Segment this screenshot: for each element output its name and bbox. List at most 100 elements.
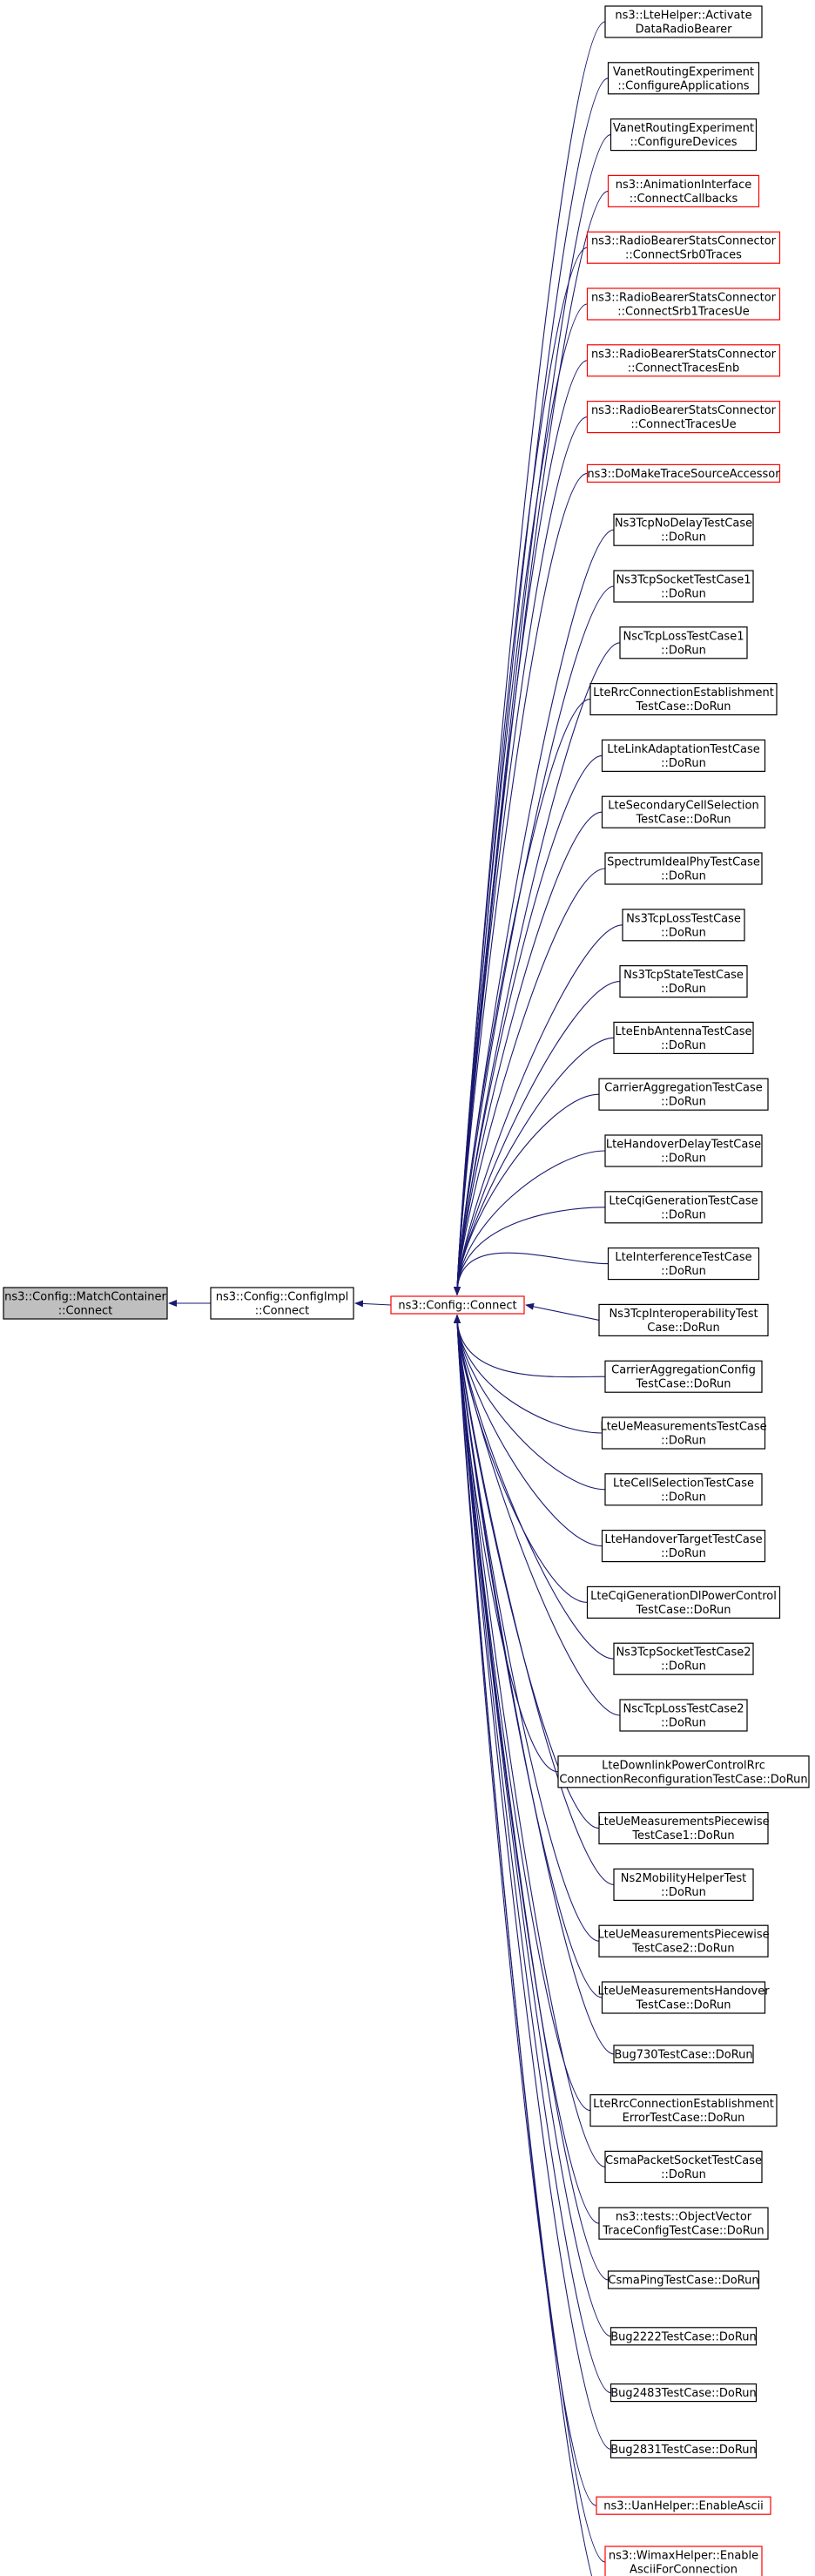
caller-node[interactable]: ns3::tests::ObjectVectorTraceConfigTestC… [598, 2207, 769, 2240]
caller-node[interactable]: Ns2MobilityHelperTest::DoRun [613, 1868, 754, 1901]
caller-node[interactable]: LteDownlinkPowerControlRrcConnectionReco… [557, 1755, 810, 1788]
caller-node[interactable]: LteEnbAntennaTestCase::DoRun [613, 1021, 754, 1055]
caller-node[interactable]: LteCellSelectionTestCase::DoRun [604, 1473, 763, 1506]
caller-node-label: ::ConnectSrb1TracesUe [617, 306, 749, 319]
caller-node-label: ns3::WimaxHelper::Enable [609, 2550, 758, 2563]
caller-node-box [586, 1585, 781, 1619]
caller-node[interactable]: ns3::WimaxHelper::EnableAsciiForConnecti… [604, 2546, 763, 2576]
caller-node[interactable]: Ns3TcpStateTestCase::DoRun [619, 964, 748, 998]
caller-node[interactable]: LteUeMeasurementsTestCase::DoRun [600, 1416, 767, 1450]
caller-node-box [610, 2383, 758, 2403]
caller-node-box [607, 62, 760, 95]
caller-node[interactable]: Ns3TcpLossTestCase::DoRun [622, 909, 745, 942]
caller-node-box [557, 1755, 810, 1788]
caller-node[interactable]: Bug730TestCase::DoRun [613, 2045, 754, 2064]
caller-node[interactable]: CsmaPingTestCase::DoRun [607, 2270, 760, 2289]
caller-node[interactable]: LteCqiGenerationTestCase::DoRun [604, 1191, 763, 1224]
caller-node-label: LteDownlinkPowerControlRrc [602, 1759, 765, 1772]
caller-node[interactable]: NscTcpLossTestCase2::DoRun [619, 1699, 748, 1732]
caller-node-label: LteCqiGenerationTestCase [609, 1194, 758, 1207]
caller-node-label: TestCase::DoRun [635, 700, 731, 713]
caller-node[interactable]: LteRrcConnectionEstablishmentTestCase::D… [589, 682, 778, 716]
caller-node[interactable]: LteUeMeasurementsPiecewiseTestCase1::DoR… [597, 1812, 770, 1845]
caller-node-label: AsciiForConnection [630, 2564, 738, 2576]
caller-node[interactable]: LteCqiGenerationDlPowerControlTestCase::… [586, 1585, 781, 1619]
caller-node-label: ns3::DoMakeTraceSourceAccessor [587, 468, 780, 481]
caller-node-label: ::DoRun [661, 757, 706, 770]
caller-node-box [610, 2327, 758, 2346]
edge-caller-to-connect [454, 1315, 606, 1491]
caller-node[interactable]: NscTcpLossTestCase1::DoRun [619, 626, 748, 659]
caller-node[interactable]: LteLinkAdaptationTestCase::DoRun [601, 739, 766, 773]
caller-node[interactable]: LteHandoverDelayTestCase::DoRun [604, 1134, 763, 1167]
caller-node-label: ::DoRun [661, 1435, 706, 1448]
caller-node-label: ns3::RadioBearerStatsConnector [591, 235, 777, 248]
caller-node[interactable]: ns3::RadioBearerStatsConnector::ConnectT… [586, 344, 781, 377]
caller-node[interactable]: LteHandoverTargetTestCase::DoRun [601, 1529, 766, 1563]
caller-node-label: LteUeMeasurementsPiecewise [597, 1815, 769, 1829]
edge-caller-to-connect [454, 1315, 603, 1434]
caller-node-box [619, 1699, 748, 1732]
caller-node-label: ::ConfigureDevices [630, 136, 738, 149]
caller-node[interactable]: LteRrcConnectionEstablishmentErrorTestCa… [589, 2094, 778, 2127]
match-container-connect-node[interactable]: ns3::Config::MatchContainer::Connect [3, 1287, 168, 1320]
caller-node[interactable]: Bug2222TestCase::DoRun [610, 2327, 758, 2346]
edge-caller-to-connect [454, 1207, 606, 1295]
config-impl-connect-node[interactable]: ns3::Config::ConfigImpl::Connect [210, 1287, 354, 1320]
caller-node-box [596, 2496, 771, 2515]
caller-node-label: ::DoRun [661, 588, 706, 601]
caller-node-label: VanetRoutingExperiment [613, 122, 754, 135]
caller-node-label: TestCase1::DoRun [631, 1829, 734, 1842]
edge-caller-to-connect [454, 190, 609, 1295]
edge-caller-to-connect [454, 1315, 621, 1716]
caller-node-label: NscTcpLossTestCase2 [623, 1703, 744, 1716]
caller-node-box [613, 1868, 754, 1901]
caller-node-box [601, 795, 766, 828]
caller-node[interactable]: Ns3TcpSocketTestCase2::DoRun [613, 1642, 754, 1675]
caller-node[interactable]: LteUeMeasurementsPiecewiseTestCase2::DoR… [597, 1924, 770, 1957]
caller-node-label: ::DoRun [661, 983, 706, 996]
caller-node-label: ::DoRun [661, 1265, 706, 1278]
caller-node[interactable]: Ns3TcpSocketTestCase1::DoRun [613, 570, 754, 603]
caller-node-box [589, 2094, 778, 2127]
caller-node[interactable]: ns3::DoMakeTraceSourceAccessor [586, 463, 780, 483]
caller-node[interactable]: Bug2831TestCase::DoRun [610, 2439, 758, 2458]
caller-node[interactable]: ns3::UanHelper::EnableAscii [596, 2496, 771, 2515]
nodes-layer: ns3::Config::MatchContainer::Connectns3:… [3, 5, 810, 2576]
caller-node-label: Ns3TcpSocketTestCase1 [616, 574, 751, 587]
config-connect-node[interactable]: ns3::Config::Connect [390, 1295, 525, 1315]
caller-node[interactable]: LteInterferenceTestCase::DoRun [607, 1247, 760, 1281]
caller-node[interactable]: Bug2483TestCase::DoRun [610, 2383, 758, 2403]
caller-node[interactable]: ns3::AnimationInterface::ConnectCallback… [607, 174, 760, 207]
caller-node[interactable]: ns3::RadioBearerStatsConnector::ConnectT… [586, 401, 781, 434]
caller-node-label: Bug730TestCase::DoRun [614, 2048, 752, 2061]
caller-node[interactable]: SpectrumIdealPhyTestCase::DoRun [604, 852, 763, 885]
caller-node-box [604, 1473, 763, 1506]
caller-node[interactable]: ns3::RadioBearerStatsConnector::ConnectS… [586, 287, 781, 321]
config-impl-connect-node-label: ns3::Config::ConfigImpl [216, 1291, 349, 1304]
edge-caller-to-connect [454, 1315, 615, 1885]
caller-node[interactable]: ns3::RadioBearerStatsConnector::ConnectS… [586, 231, 781, 264]
caller-node-label: ::DoRun [661, 1886, 706, 1899]
caller-node[interactable]: Ns3TcpNoDelayTestCase::DoRun [613, 513, 754, 546]
caller-node-label: ::ConnectCallbacks [630, 193, 738, 206]
edge-caller-to-connect [454, 1315, 597, 2506]
caller-node[interactable]: VanetRoutingExperiment::ConfigureDevices [610, 118, 758, 152]
caller-node-label: VanetRoutingExperiment [613, 65, 754, 78]
caller-node[interactable]: VanetRoutingExperiment::ConfigureApplica… [607, 62, 760, 95]
caller-node-label: CsmaPingTestCase::DoRun [608, 2275, 758, 2288]
caller-node[interactable]: CarrierAggregationTestCase::DoRun [598, 1078, 769, 1111]
caller-node-label: ErrorTestCase::DoRun [623, 2112, 745, 2125]
caller-node-box [613, 513, 754, 546]
caller-node-label: ConnectionReconfigurationTestCase::DoRun [559, 1773, 807, 1786]
caller-node-label: Case::DoRun [647, 1322, 719, 1335]
edge-caller-to-connect [454, 1150, 606, 1295]
caller-node-box [598, 1303, 769, 1337]
caller-node[interactable]: CsmaPacketSocketTestCase::DoRun [604, 2150, 763, 2183]
